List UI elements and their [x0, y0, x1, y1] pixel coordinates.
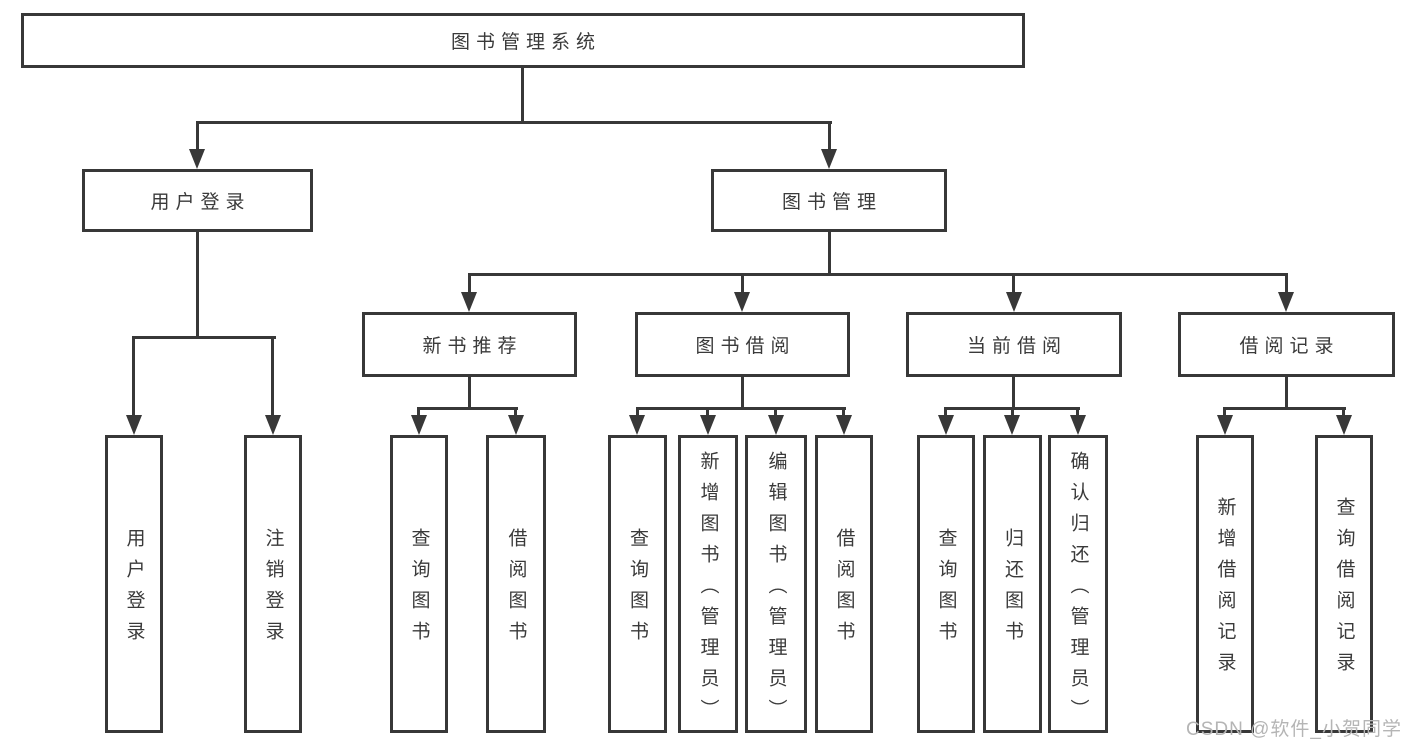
- csdn-watermark: CSDN @软件_小贺同学: [1186, 719, 1402, 740]
- node-label: 编辑图书（管理员）: [765, 450, 787, 730]
- connector-line: [1342, 407, 1345, 417]
- arrowhead-down-icon: [938, 415, 954, 435]
- arrowhead-down-icon: [1006, 292, 1022, 312]
- connector-line: [1285, 273, 1288, 294]
- node-book-borrowing: 图书借阅: [635, 312, 850, 377]
- connector-line: [774, 407, 777, 417]
- node-label: 确认归还（管理员）: [1067, 450, 1089, 730]
- connector-line: [196, 232, 199, 339]
- arrowhead-down-icon: [1217, 415, 1233, 435]
- connector-line: [132, 336, 135, 417]
- node-library-management-system: 图书管理系统: [21, 13, 1025, 68]
- connector-line: [842, 407, 845, 417]
- connector-line: [521, 68, 524, 124]
- node-add-borrow-record: 新增借阅记录: [1196, 435, 1254, 733]
- node-query-borrow-record: 查询借阅记录: [1315, 435, 1373, 733]
- connector-line: [1012, 273, 1015, 294]
- node-label: 新增图书（管理员）: [697, 450, 719, 730]
- node-label: 图书借阅: [695, 336, 796, 357]
- node-label: 用户登录: [150, 192, 251, 213]
- node-return-books: 归还图书: [983, 435, 1042, 733]
- arrowhead-down-icon: [265, 415, 281, 435]
- connector-line: [1012, 377, 1015, 410]
- connector-line: [196, 121, 832, 124]
- node-add-books-admin: 新增图书（管理员）: [678, 435, 738, 733]
- node-label: 新书推荐: [422, 336, 523, 357]
- node-label: 归还图书: [1002, 528, 1023, 652]
- connector-line: [828, 232, 831, 276]
- arrowhead-down-icon: [411, 415, 427, 435]
- connector-line: [514, 407, 517, 417]
- node-label: 查询图书: [935, 528, 957, 652]
- node-label: 借阅图书: [833, 528, 855, 652]
- arrowhead-down-icon: [461, 292, 477, 312]
- node-borrowing-records: 借阅记录: [1178, 312, 1395, 377]
- arrowhead-down-icon: [126, 415, 142, 435]
- node-label: 用户登录: [123, 528, 145, 652]
- connector-line: [741, 273, 744, 294]
- arrowhead-down-icon: [508, 415, 524, 435]
- connector-line: [468, 377, 471, 410]
- arrowhead-down-icon: [768, 415, 784, 435]
- node-label: 新增借阅记录: [1214, 497, 1236, 683]
- connector-line: [1223, 407, 1346, 410]
- connector-line: [468, 273, 1288, 276]
- node-book-management: 图书管理: [711, 169, 947, 232]
- arrowhead-down-icon: [1070, 415, 1086, 435]
- connector-line: [196, 121, 199, 152]
- connector-line: [1076, 407, 1079, 417]
- arrowhead-down-icon: [734, 292, 750, 312]
- arrowhead-down-icon: [189, 149, 205, 169]
- node-borrow-books: 借阅图书: [815, 435, 873, 733]
- connector-line: [636, 407, 639, 417]
- node-confirm-return-admin: 确认归还（管理员）: [1048, 435, 1108, 733]
- node-query-books-borrow: 查询图书: [608, 435, 667, 733]
- arrowhead-down-icon: [1278, 292, 1294, 312]
- arrowhead-down-icon: [1336, 415, 1352, 435]
- node-label: 图书管理: [781, 192, 882, 213]
- arrowhead-down-icon: [821, 149, 837, 169]
- node-query-books-current: 查询图书: [917, 435, 975, 733]
- node-label: 当前借阅: [966, 336, 1067, 357]
- connector-line: [417, 407, 420, 417]
- connector-line: [1223, 407, 1226, 417]
- node-label: 图书管理系统: [450, 32, 601, 53]
- node-edit-books-admin: 编辑图书（管理员）: [745, 435, 807, 733]
- arrowhead-down-icon: [836, 415, 852, 435]
- connector-line: [706, 407, 709, 417]
- arrowhead-down-icon: [700, 415, 716, 435]
- connector-line: [132, 336, 276, 339]
- connector-line: [1285, 377, 1288, 410]
- connector-line: [741, 377, 744, 410]
- node-new-book-recommend: 新书推荐: [362, 312, 577, 377]
- connector-line: [636, 407, 846, 410]
- connector-line: [1011, 407, 1014, 417]
- node-label: 借阅记录: [1239, 336, 1340, 357]
- node-query-books-recommend: 查询图书: [390, 435, 448, 733]
- connector-line: [417, 407, 518, 410]
- node-label: 注销登录: [262, 528, 284, 652]
- node-label: 查询图书: [408, 528, 430, 652]
- node-user-login-leaf: 用户登录: [105, 435, 163, 733]
- node-label: 借阅图书: [505, 528, 527, 652]
- connector-line: [271, 336, 274, 417]
- node-label: 查询图书: [627, 528, 648, 652]
- connector-line: [828, 121, 831, 152]
- node-borrow-books-recommend: 借阅图书: [486, 435, 546, 733]
- node-user-login: 用户登录: [82, 169, 313, 232]
- arrowhead-down-icon: [629, 415, 645, 435]
- connector-line: [468, 273, 471, 294]
- connector-line: [944, 407, 947, 417]
- node-logout: 注销登录: [244, 435, 302, 733]
- arrowhead-down-icon: [1004, 415, 1020, 435]
- node-current-borrowing: 当前借阅: [906, 312, 1122, 377]
- node-label: 查询借阅记录: [1333, 497, 1355, 683]
